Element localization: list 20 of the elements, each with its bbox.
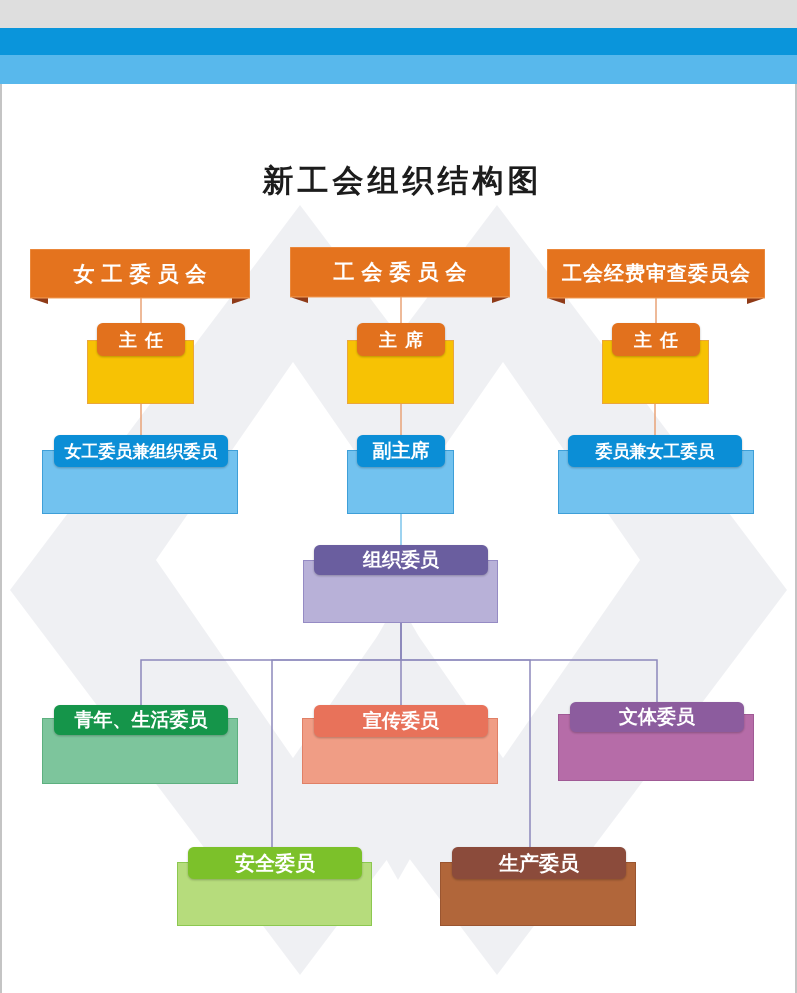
title-tab: 女工委员兼组织委员: [54, 435, 228, 467]
title-tab: 组织委员: [314, 545, 488, 575]
title-tab: 副主席: [357, 435, 445, 467]
title-tab: 生产委员: [452, 847, 626, 879]
title-tab: 宣传委员: [314, 705, 488, 737]
diagram-title: 新工会组织结构图: [261, 162, 544, 201]
title-tab: 安全委员: [188, 847, 362, 879]
connector-line: [400, 404, 402, 435]
title-tab: 主任: [97, 323, 185, 356]
connector-line: [654, 404, 656, 435]
title-tab: 文体委员: [570, 702, 744, 732]
title-tab: 主席: [357, 323, 445, 356]
title-tab: 青年、生活委员: [54, 705, 228, 735]
title-tab: 委员兼女工委员: [568, 435, 742, 467]
connector-line: [140, 298, 142, 323]
connector-line: [400, 514, 402, 545]
connector-line: [140, 404, 142, 435]
connector-line: [400, 297, 402, 323]
connector-line: [655, 298, 657, 323]
title-tab: 主任: [612, 323, 700, 356]
